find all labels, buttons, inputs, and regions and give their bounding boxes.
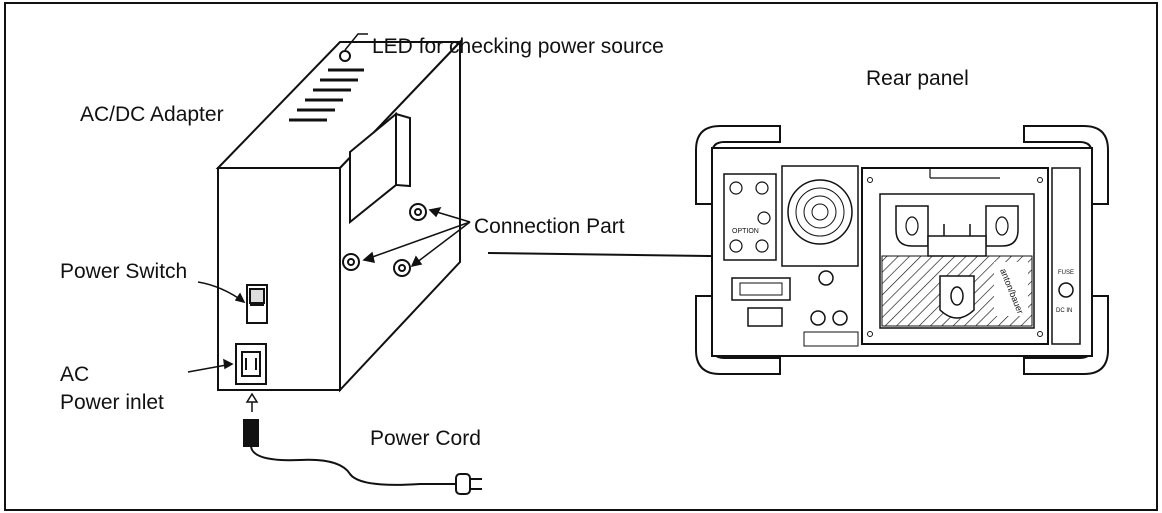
led-leader-line	[344, 33, 368, 51]
ac-power-inlet	[235, 343, 267, 385]
rear-panel	[695, 125, 1109, 375]
mounting-plate	[349, 111, 411, 225]
battery-center-mount	[939, 275, 975, 319]
ac-label: AC	[60, 363, 90, 386]
dc-in-label: DC IN	[1056, 308, 1072, 314]
adapter-label: AC/DC Adapter	[80, 103, 224, 126]
power-cord-label: Power Cord	[370, 427, 481, 450]
vent-slats	[289, 68, 364, 122]
connection-arrows	[362, 206, 471, 268]
connection-studs	[342, 203, 427, 277]
led-label: LED for checking power source	[372, 35, 664, 58]
connection-part-label: Connection Part	[474, 215, 625, 238]
fuse-label: FUSE	[1058, 270, 1074, 276]
ac-inlet-arrow	[187, 358, 234, 373]
figure-border	[4, 2, 1158, 511]
brand-label-box	[994, 262, 1028, 316]
power-switch	[246, 284, 268, 324]
option-label: OPTION	[732, 228, 759, 235]
power-switch-label: Power Switch	[60, 260, 188, 283]
led-indicator	[339, 50, 351, 62]
power-cord	[243, 419, 482, 495]
cord-insert-arrow	[245, 392, 259, 412]
power-inlet-label: Power inlet	[60, 391, 164, 414]
rear-panel-label: Rear panel	[866, 67, 969, 90]
power-switch-arrow	[197, 281, 246, 304]
